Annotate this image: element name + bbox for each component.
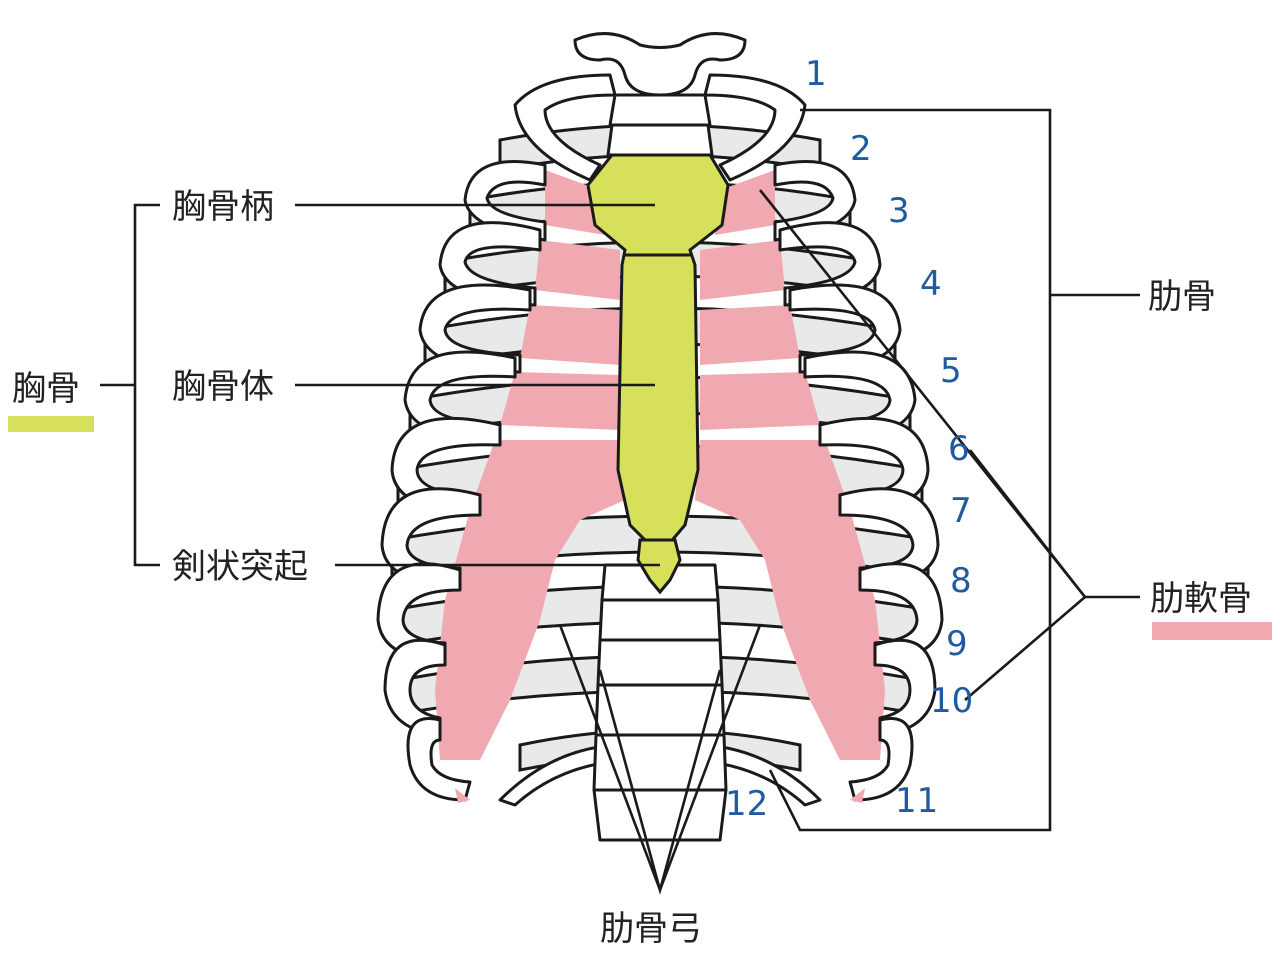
sternum-color-key — [8, 416, 94, 432]
label-costal-arch: 肋骨弓 — [600, 909, 702, 949]
label-xiphoid-process: 剣状突起 — [172, 547, 308, 587]
label-manubrium: 胸骨柄 — [172, 187, 274, 227]
label-sternum-body: 胸骨体 — [172, 367, 274, 407]
rib-number-12: 12 — [725, 784, 768, 824]
rib-number-1: 1 — [805, 54, 827, 94]
rib-number-11: 11 — [895, 781, 938, 821]
rib-number-10: 10 — [930, 681, 973, 721]
rib-number-9: 9 — [946, 624, 968, 664]
rib-number-2: 2 — [850, 129, 872, 169]
rib-number-5: 5 — [940, 351, 962, 391]
rib-number-6: 6 — [948, 429, 970, 469]
rib-number-3: 3 — [888, 191, 910, 231]
label-ribs: 肋骨 — [1148, 277, 1216, 317]
rib-number-7: 7 — [950, 491, 972, 531]
rib-number-8: 8 — [950, 561, 972, 601]
rib-number-4: 4 — [920, 264, 942, 304]
cartilage-color-key — [1152, 622, 1272, 640]
label-sternum: 胸骨 — [12, 369, 80, 409]
label-costal-cartilage: 肋軟骨 — [1150, 579, 1252, 619]
